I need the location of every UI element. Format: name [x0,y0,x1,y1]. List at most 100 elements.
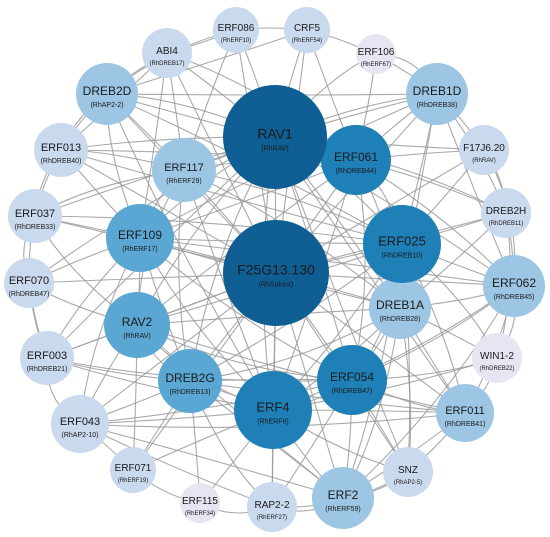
node-circle [110,447,156,493]
node-crf5: CRF5(RhERF54) [284,7,330,53]
node-erf011: ERF011 (RhDREB41) [436,384,494,442]
node-circle [317,345,387,415]
node-label: SNZ [398,465,418,476]
node-alias-label: (RhDREB40) [41,158,82,165]
node-rap2-2: RAP2-2(RhERF27) [247,482,297,532]
node-label: DREB1A [376,298,424,312]
node-label: CRF5 [294,23,321,34]
node-circle [383,447,433,497]
node-f17j6-20: F17J6.20(RhRAV) [459,125,509,175]
node-erf070: ERF070 (RhDREB47) [4,258,54,308]
node-erf013: ERF013 (RhDREB40) [34,123,88,177]
node-alias-label: (RhDREB45) [494,294,535,301]
edge-rav2-erf011 [136,324,466,414]
node-alias-label: (RhRAV) [261,145,288,152]
node-alias-label: (RhDREB11) [489,221,524,227]
node-circle [4,258,54,308]
node-erf061: ERF061(RhDREB44) [321,125,391,195]
node-circle [34,123,88,177]
node-label: ERF011 [445,405,485,417]
edge-erf025-erf013 [60,149,403,245]
node-alias-label: (RhDREB38) [417,102,458,109]
node-circle [284,7,330,53]
node-circle [213,7,259,53]
edge-erf109-erf062 [139,237,515,287]
node-alias-label: (RhDREB47) [9,291,50,298]
node-erf109: ERF109 (RhERF17) [106,204,174,272]
node-label: WIN1-2 [480,351,514,362]
node-circle [180,483,220,523]
node-label: F25G13.130 [237,261,315,277]
node-alias-label: (RhDREB41) [445,421,486,428]
node-alias-label: (RhERF59) [325,506,360,513]
node-label: ERF070 [9,275,49,287]
node-erf2: ERF2 (RhERF59) [312,467,374,529]
edge-erf043-rap2-2 [79,423,273,508]
node-erf062: ERF062(RhDREB45) [483,255,545,317]
node-circle [8,189,62,243]
node-circle [104,292,170,358]
node-label: ERF109 [118,228,162,242]
node-rav2: RAV2 (RhRAV) [104,292,170,358]
node-label: ERF013 [41,142,81,154]
node-label: ERF071 [115,463,152,474]
node-erf054: ERF054 (RhDREB47) [317,345,387,415]
node-alias-label: (RhDREB13) [170,389,211,396]
node-circle [483,255,545,317]
node-label: ERF054 [330,370,374,384]
node-label: DREB1D [413,84,462,98]
node-rav1: RAV1 (RhRAV) [223,85,327,189]
node-label: DREB2G [165,371,214,385]
node-win1-2: WIN1-2 (RhDREB22) [472,333,522,383]
node-dreb2h: DREB2H (RhDREB11) [481,188,531,238]
node-dreb2d: DREB2D(RhAP2-2) [76,63,138,125]
node-alias-label: (RhSoloist) [259,281,294,288]
node-dreb1d: DREB1D (RhDREB38) [406,63,468,125]
node-alias-label: (RhERF10) [221,38,251,44]
edge-erf025-erf037 [34,215,403,245]
node-label: RAV2 [122,315,153,329]
node-circle [106,204,174,272]
node-alias-label: (RhDREB22) [479,366,514,372]
node-circle [142,28,192,78]
node-circle [223,85,327,189]
node-label: ERF115 [182,496,218,507]
node-label: ERF086 [218,23,255,34]
node-alias-label: (RhDREB28) [380,316,421,323]
node-circle [481,188,531,238]
node-label: ERF061 [334,150,378,164]
node-label: ERF2 [328,488,359,502]
node-alias-label: (RhRAV) [123,333,150,340]
node-label: RAV1 [257,125,293,141]
node-dreb2g: DREB2G (RhDREB13) [158,349,222,413]
node-label: F17J6.20 [463,143,505,154]
node-f25g13-130: F25G13.130 (RhSoloist) [223,220,329,326]
node-label: ABI4 [156,46,178,57]
node-circle [472,333,522,383]
node-erf025: ERF025(RhDREB10) [363,205,441,283]
node-label: ERF003 [27,350,67,362]
node-label: ERF025 [378,233,426,248]
node-alias-label: (RhERF34) [185,511,215,517]
edge-erf054-erf043 [79,379,353,425]
node-circle [369,277,431,339]
edge-dreb2d-crf5 [106,29,308,95]
node-circle [459,125,509,175]
node-circle [158,349,222,413]
node-alias-label: (RhERF17) [122,246,157,253]
node-circle [152,138,216,202]
node-erf071: ERF071(RhERF19) [110,447,156,493]
node-circle [223,220,329,326]
node-abi4: ABI4(RhDREB17) [142,28,192,78]
node-label: RAP2-2 [254,500,289,511]
node-circle [321,125,391,195]
node-alias-label: (RhAP2-2) [90,102,123,109]
node-dreb1a: DREB1A (RhDREB28) [369,277,431,339]
node-alias-label: (RhERF29) [166,178,201,185]
node-label: DREB2H [486,206,527,217]
node-erf003: ERF003(RhDREB21) [20,331,74,385]
node-alias-label: (RhDREB47) [332,388,373,395]
node-alias-label: (RhERF6) [257,418,289,425]
node-label: ERF037 [15,208,55,220]
node-circle [356,34,396,74]
